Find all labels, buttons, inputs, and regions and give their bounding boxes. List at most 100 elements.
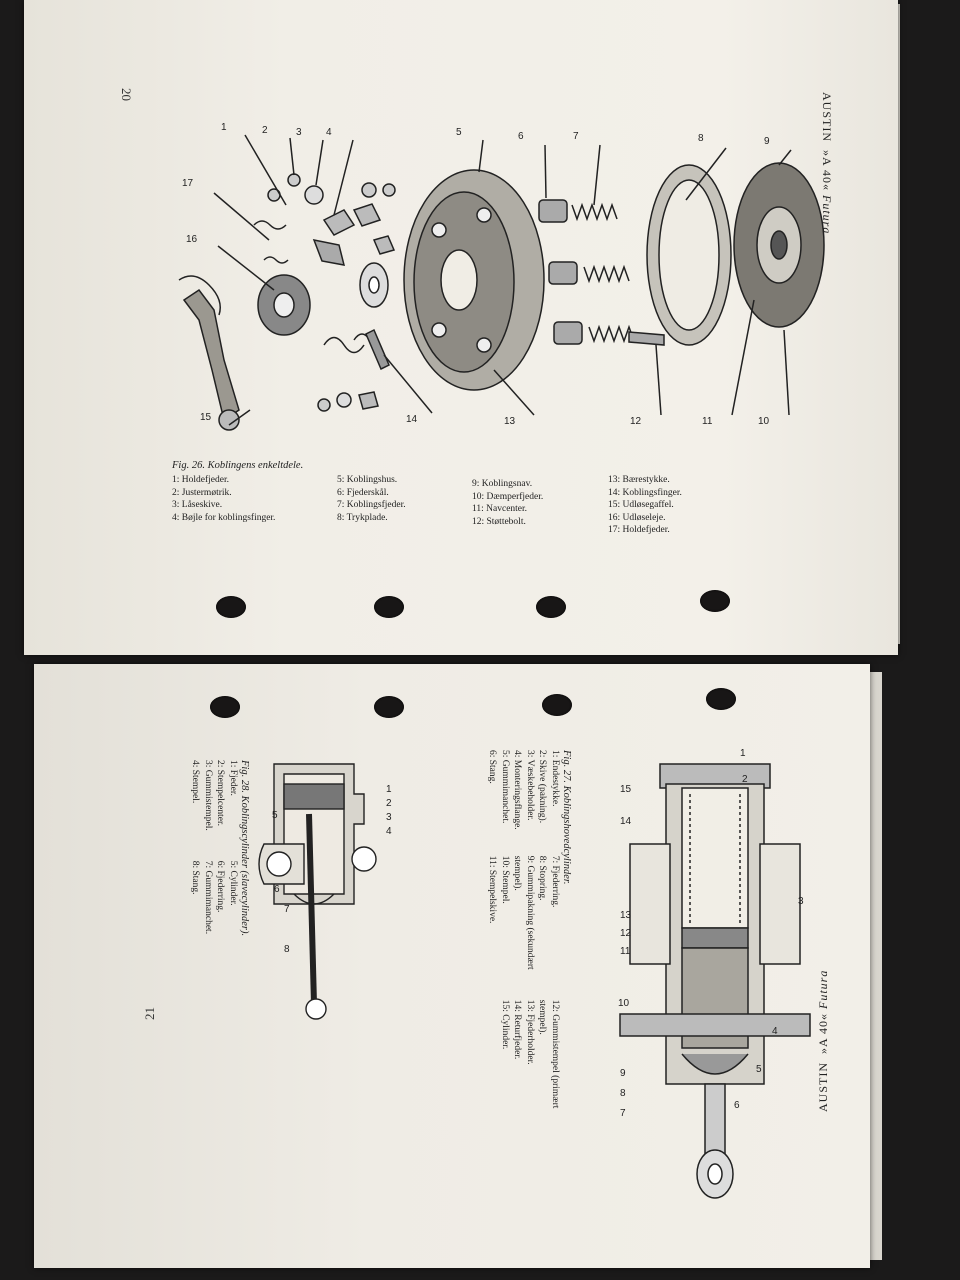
fig27-callout-15: 15 [620,784,632,795]
fig27-callout-13: 13 [620,910,632,921]
legend-item: 4: Monteringsflange. [512,750,523,830]
fig28-callout-1: 1 [386,784,392,795]
master-cylinder-diagram [619,763,811,1199]
fig28-callout-8: 8 [284,944,290,955]
legend-item: 4: Stempel. [190,760,201,804]
legend-item: 7: Fjederring. [550,855,560,908]
fig27-callout-7: 7 [620,1108,626,1119]
legend-item: 11: Stempelskive. [487,855,498,924]
callout-9: 9 [764,136,770,147]
punch-hole [374,596,404,618]
legend-column-2: 5: Koblingshus. 6: Fjederskål. 7: Koblin… [337,474,406,524]
legend-item: 8: Stopring. [537,855,548,901]
fig27-callout-14: 14 [620,816,632,827]
legend-item: 15: Cylinder. [500,999,510,1050]
legend-item: 2: Skive (pakning). [537,750,548,824]
figure-28-caption: Fig. 28. Koblingscylinder (slavecylinder… [239,760,250,937]
legend-item: 3: Væskebeholder. [525,750,535,821]
punch-hole [216,596,246,618]
fig27-callout-5: 5 [756,1064,762,1075]
legend-item: 10: Stempel. [500,855,510,904]
fig27-callout-6: 6 [734,1100,740,1111]
fig27-legend-column-3: 12: Gummistempel (primært stempel). 13: … [486,1000,561,1120]
legend-item: 4: Bøjle for koblingsfinger. [172,512,276,523]
legend-item: 5: Koblingshus. [337,475,398,485]
fig27-callout-8: 8 [620,1088,626,1099]
callout-14: 14 [406,414,418,425]
legend-item: 2: Stempelcenter. [215,760,226,826]
fig27-callout-10: 10 [618,998,630,1009]
punch-hole [536,596,566,618]
fig27-callout-12: 12 [620,928,632,939]
fig27-callout-2: 2 [742,774,748,785]
manual-page-21: 21 AUSTIN »A 40« Futura 5 1 2 3 4 6 7 8 … [34,664,870,1268]
legend-item: 1: Holdefjeder. [172,475,229,485]
legend-item: 1: Fjeder. [228,760,238,796]
fig28-callout-4: 4 [386,826,392,837]
callout-8: 8 [698,133,704,144]
callout-6: 6 [518,131,524,142]
fig28-legend-column-2: 5: Cylinder. 6: Fjederring. 7: Gummimanc… [189,861,239,934]
running-head-suffix: « [820,184,834,192]
legend-item: 5: Cylinder. [228,860,238,906]
legend-item: 17: Holdefjeder. [608,525,670,535]
legend-item: 8: Stang. [190,860,201,895]
legend-item: 11: Navcenter. [472,504,528,514]
legend-item: 6: Fjederskål. [337,487,389,498]
fig27-callout-3: 3 [798,896,804,907]
legend-item: 13: Fjederholder. [525,999,535,1065]
callout-15: 15 [200,412,212,423]
fig28-legend-column-1: 1: Fjeder. 2: Stempelcenter. 3: Gummiste… [189,760,239,831]
callout-5: 5 [456,127,462,138]
legend-item: 3: Låseskive. [172,500,223,510]
callout-7: 7 [573,131,579,142]
manual-page-20: 20 AUSTIN »A 40« Futura [24,0,898,655]
legend-item: 14: Returfjeder. [512,999,523,1060]
legend-column-3: 9: Koblingsnav. 10: Dæmperfjeder. 11: Na… [472,478,543,528]
running-head-model: A 40 [820,157,834,185]
legend-item: 12: Støttebolt. [472,516,526,527]
legend-item: 9: Gummipakning (sekundært stempel). [512,855,536,970]
legend-item: 6: Stang. [487,750,498,784]
fig28-callout-7: 7 [284,904,290,915]
fig28-callout-3: 3 [386,812,392,823]
running-head-prefix: » [820,150,834,157]
callout-12: 12 [630,416,642,427]
legend-item: 5: Gummimanchet. [500,750,510,824]
callout-10: 10 [758,416,770,427]
legend-item: 7: Gummimanchet. [203,860,213,935]
punch-hole [374,696,404,718]
callout-1: 1 [221,122,227,133]
callout-11: 11 [702,416,713,427]
callout-3: 3 [296,127,302,138]
callout-17: 17 [182,178,194,189]
running-head-brand: AUSTIN [820,92,834,142]
callout-2: 2 [262,125,268,136]
figure-27-caption: Fig. 27. Koblingshovedcylinder. [561,750,572,885]
legend-item: 3: Gummistempel. [203,760,213,831]
punch-hole [210,696,240,718]
figure-26-caption: Fig. 26. Koblingens enkeltdele. [172,460,304,471]
fig28-callout-5: 5 [272,810,278,821]
legend-item: 9: Koblingsnav. [472,479,533,489]
legend-item: 14: Koblingsfinger. [608,487,682,498]
clutch-exploded-diagram [178,134,825,431]
punch-hole [542,694,572,716]
fig27-callout-1: 1 [740,748,746,759]
punch-hole [706,688,736,710]
slave-cylinder-diagram [258,763,377,1020]
fig27-callout-9: 9 [620,1068,626,1079]
legend-item: 7: Koblingsfjeder. [337,500,406,510]
legend-item: 13: Bærestykke. [608,475,670,485]
callout-16: 16 [186,234,198,245]
figure-27-text: Fig. 27. Koblingshovedcylinder. 1: Endes… [486,750,573,1120]
legend-item: 1: Endestykke. [550,750,560,807]
legend-item: 15: Udløsegaffel. [608,500,674,510]
legend-item: 6: Fjederring. [215,860,226,913]
legend-column-1: 1: Holdefjeder. 2: Justermøtrik. 3: Låse… [172,474,275,524]
fig27-legend-column-1: 1: Endestykke. 2: Skive (pakning). 3: Væ… [486,750,561,830]
fig27-legend-column-2: 7: Fjederring. 8: Stopring. 9: Gummipakn… [486,856,561,974]
callout-13: 13 [504,416,516,427]
callout-4: 4 [326,127,332,138]
fig28-callout-2: 2 [386,798,392,809]
